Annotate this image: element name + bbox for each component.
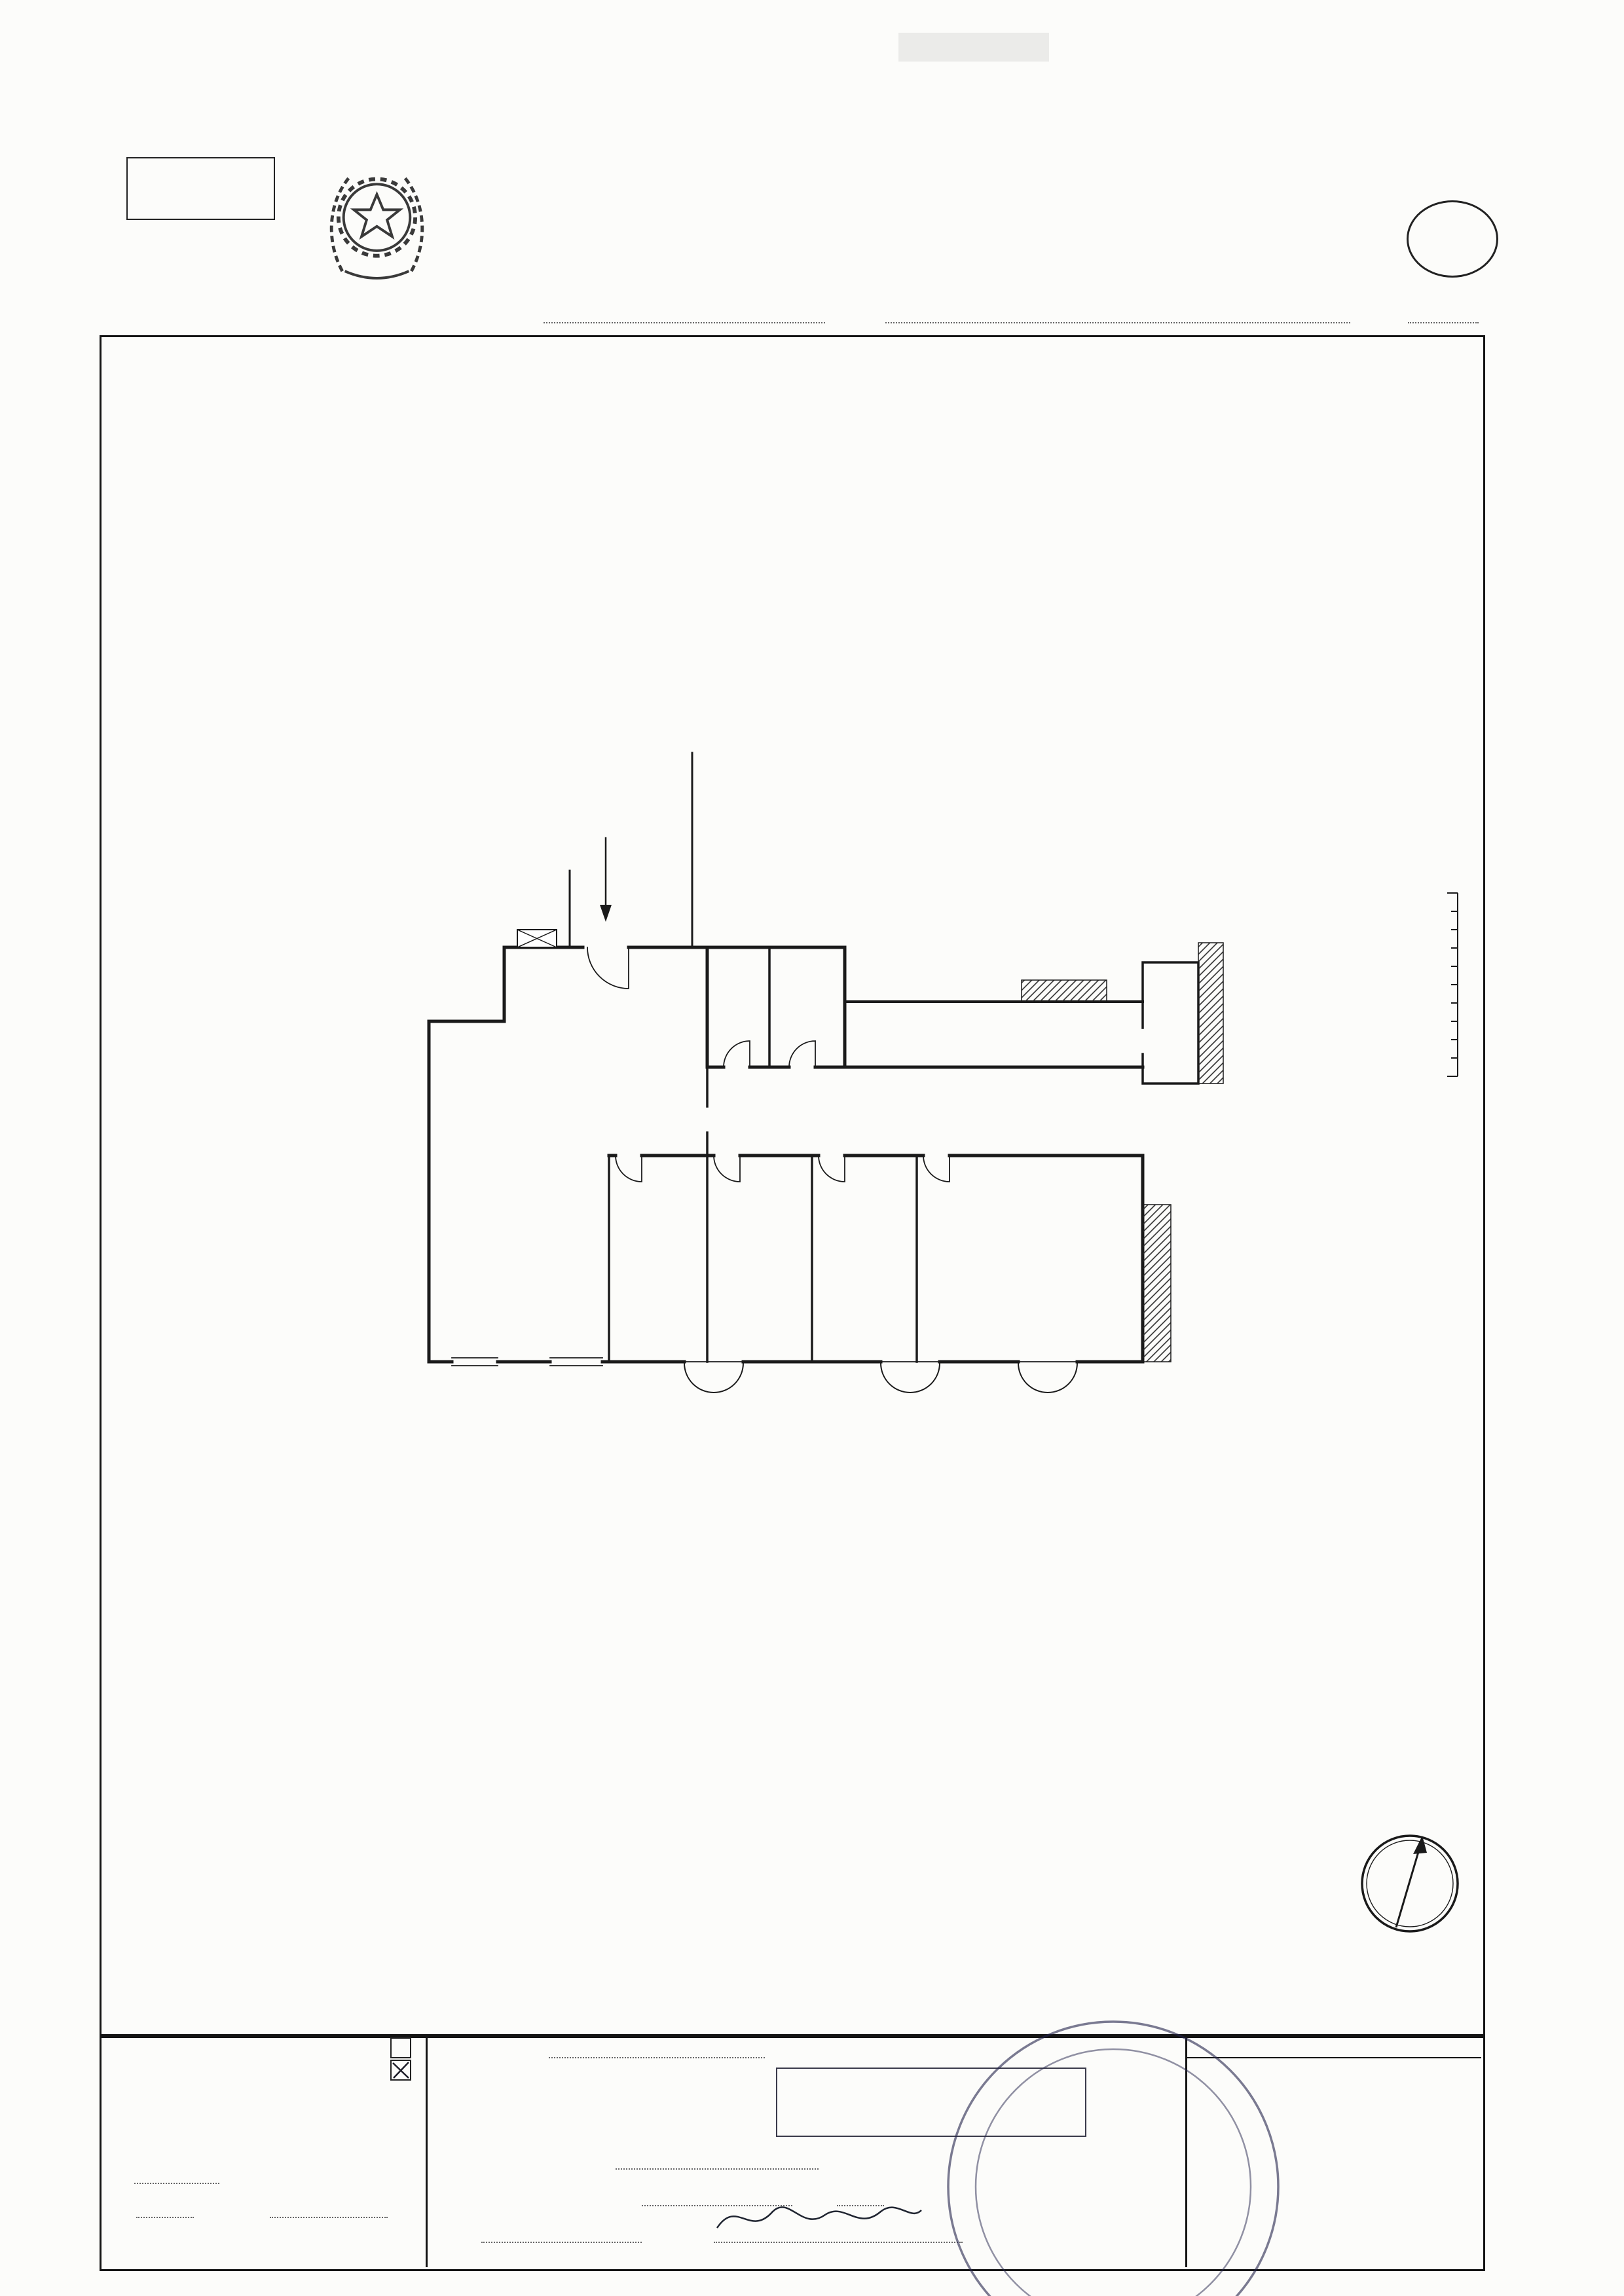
floor-plan xyxy=(427,752,1224,1393)
modulario-box xyxy=(126,157,275,220)
numero-line xyxy=(136,2217,194,2218)
checkbox-x-mark xyxy=(392,2062,409,2079)
foglio-line xyxy=(134,2183,219,2184)
drawing-frame xyxy=(100,335,1485,2038)
civ-field-line xyxy=(1408,322,1479,323)
riservato-underline xyxy=(1185,2057,1481,2058)
footer-divider-1 xyxy=(426,2034,428,2267)
footer-section xyxy=(100,2034,1485,2271)
bollo-oval xyxy=(1407,200,1498,278)
compass-icon xyxy=(1361,1834,1459,1933)
signature-box xyxy=(776,2068,1086,2137)
albo-line xyxy=(616,2168,819,2170)
state-emblem-icon xyxy=(329,175,424,280)
scan-artifact xyxy=(898,33,1049,62)
dichiarazione-nc-checkbox xyxy=(390,2037,411,2058)
entry-arrow-icon xyxy=(600,905,612,922)
comune-field-line xyxy=(544,322,825,323)
footer-divider-2 xyxy=(1185,2034,1187,2267)
prov-num-line xyxy=(837,2205,884,2206)
sub-line xyxy=(270,2217,388,2218)
via-field-line xyxy=(885,322,1350,323)
plan-walls xyxy=(427,752,1224,1393)
provincia-line xyxy=(642,2205,792,2206)
denuncia-variazione-checkbox xyxy=(390,2060,411,2081)
firma-line xyxy=(714,2242,963,2243)
compilata-line xyxy=(549,2057,765,2058)
data-line xyxy=(481,2242,642,2243)
signature-scribble xyxy=(716,2206,922,2229)
scale-bar xyxy=(1447,892,1458,1077)
catasto-title-row xyxy=(458,211,468,249)
